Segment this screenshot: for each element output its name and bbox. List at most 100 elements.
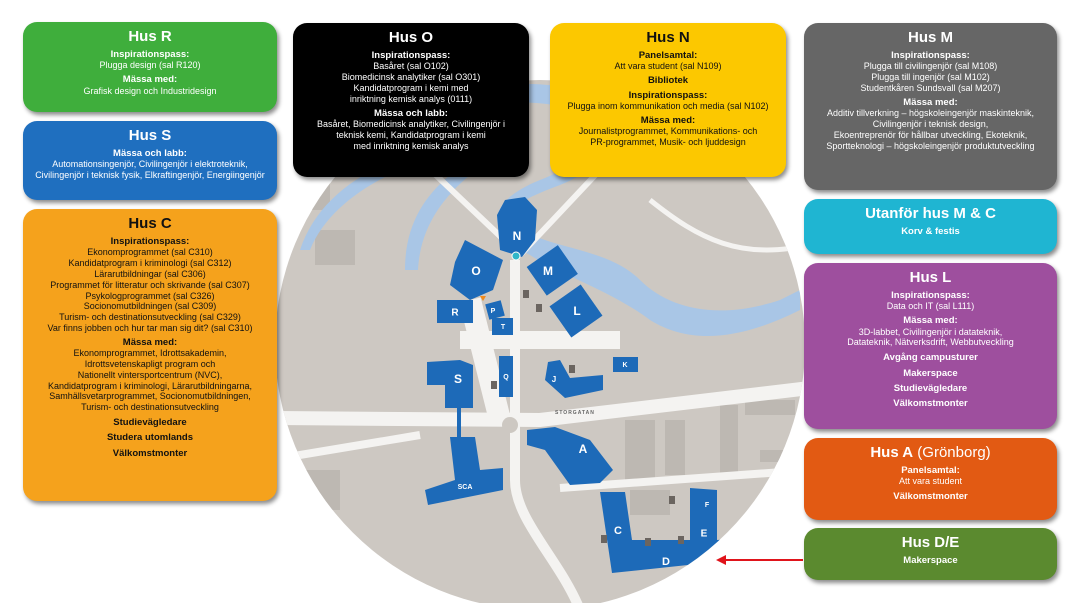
box-title-text: Hus C [128, 215, 172, 232]
walkway [457, 405, 461, 440]
box-line: 3D-labbet, Civilingenjör i datateknik, [858, 326, 1003, 337]
building-label-N: N [513, 229, 522, 243]
box-line: Lärarutbildningar (sal C306) [94, 268, 206, 279]
box-line: Socionomutbildningen (sal C309) [83, 301, 217, 312]
building-label-C: C [614, 525, 622, 537]
building-L[interactable] [549, 284, 603, 338]
box-title-text: Hus M [908, 29, 953, 46]
box-title: Hus L [810, 269, 1051, 287]
box-line: Civilingenjör i teknisk design, [872, 118, 989, 129]
building-label-E: E [701, 529, 708, 540]
box-line: Ekonomprogrammet, Idrottsakademin, [73, 348, 227, 359]
box-heading: Mässa och labb: [113, 148, 187, 159]
box-heading: Välkomstmonter [893, 491, 968, 503]
box-line: Grafisk design och Industridesign [83, 85, 217, 96]
box-title: Hus M [810, 29, 1051, 47]
info-box-mc: Utanför hus M & C Korv & festis [804, 199, 1057, 254]
box-title: Hus D/E [810, 534, 1051, 552]
box-title: Utanför hus M & C [810, 205, 1051, 223]
building-label-S: S [454, 372, 462, 386]
box-line: Att vara student (sal N109) [614, 61, 722, 72]
entrance-marker-icon [480, 296, 486, 301]
box-heading: Välkomstmonter [893, 398, 968, 410]
building-J[interactable] [545, 360, 603, 398]
box-line: Sportteknologi – högskoleingenjör produk… [826, 140, 1035, 151]
building-label-M: M [543, 264, 553, 278]
box-title: Hus R [29, 28, 271, 46]
box-title-text: Hus A [870, 444, 914, 461]
box-line: Studentkåren Sundsvall (sal M207) [860, 82, 1001, 93]
box-heading: Panelsamtal: [638, 50, 698, 61]
building-P[interactable] [485, 300, 505, 320]
box-line: Biomedicinsk analytiker (sal O301) [341, 72, 481, 83]
box-heading: Välkomstmonter [112, 447, 188, 459]
box-line: Automationsingenjör, Civilingenjör i ele… [52, 159, 248, 170]
box-heading: Inspirationspass: [628, 89, 708, 101]
box-heading: Bibliotek [647, 75, 689, 87]
box-line: Basåret (sal O102) [373, 61, 449, 72]
box-line: Var finns jobben och hur tar man sig dit… [47, 322, 253, 333]
box-heading: Korv & festis [901, 226, 960, 237]
building-R[interactable] [437, 300, 473, 323]
makerspace-marker-icon [710, 556, 716, 561]
box-line: Kandidatprogram i kemi med [353, 82, 469, 93]
building-M[interactable] [526, 245, 578, 296]
box-heading: Avgång campusturer [883, 352, 978, 364]
box-line: med inriktning kemisk analys [353, 140, 469, 151]
box-heading: Inspirationspass: [371, 50, 451, 61]
box-heading: Makerspace [903, 367, 958, 379]
box-line: Journalistprogrammet, Kommunikations- oc… [578, 126, 758, 137]
box-heading: Mässa med: [122, 336, 178, 348]
box-line: teknisk kemi, Kandidatprogram i kemi [336, 129, 486, 140]
box-heading: Mässa med: [640, 114, 696, 126]
box-title-text: Hus R [128, 28, 172, 45]
building-label-K: K [622, 362, 627, 369]
box-heading: Mässa och labb: [374, 107, 448, 119]
box-line: Idrottsvetenskapligt program och [84, 358, 216, 369]
box-line: Basåret, Biomedicinsk analytiker, Civili… [316, 118, 506, 129]
building-SCA[interactable] [425, 437, 503, 505]
box-heading: Mässa med: [903, 96, 958, 108]
box-title: Hus S [29, 127, 271, 145]
building-label-R: R [451, 308, 459, 319]
building-K[interactable] [613, 357, 638, 372]
box-line: Plugga inom kommunikation och media (sal… [567, 100, 769, 111]
building-label-O: O [471, 264, 480, 278]
box-heading: Mässa med: [903, 315, 958, 327]
box-line: Samhällsvetarprogrammet, Socionomutbildn… [49, 391, 251, 402]
box-title: Hus N [556, 29, 780, 47]
building-T[interactable] [492, 318, 513, 335]
box-title-text: Utanför hus M & C [865, 205, 996, 222]
box-title: Hus C [29, 215, 271, 233]
box-line: Kandidatprogram i kriminologi, Lärarutbi… [47, 380, 253, 391]
building-label-L: L [573, 304, 580, 318]
roundabout [502, 417, 518, 433]
box-line: Kandidatprogram i kriminologi (sal C312) [68, 258, 232, 269]
building-label-D: D [662, 556, 670, 568]
box-line: Turism- och destinationsutveckling (sal … [59, 312, 241, 323]
box-line: Plugga design (sal R120) [99, 60, 201, 71]
box-line: Data och IT (sal L111) [886, 301, 975, 312]
parking-icons [491, 290, 684, 546]
building-O[interactable] [450, 240, 503, 300]
building-N[interactable] [497, 197, 537, 257]
box-heading: Panelsamtal: [901, 465, 960, 476]
info-icon [511, 251, 521, 261]
box-heading: Studievägledare [113, 416, 187, 428]
box-line: Att vara student [898, 476, 963, 487]
box-line: Turism- och destinationsutveckling [81, 402, 219, 413]
box-heading: Inspirationspass: [891, 290, 970, 301]
building-A[interactable] [527, 427, 613, 485]
info-box-s: Hus S Mässa och labb:Automationsingenjör,… [23, 121, 277, 200]
building-Q[interactable] [499, 356, 513, 397]
info-box-n: Hus N Panelsamtal:Att vara student (sal N… [550, 23, 786, 177]
street-label: STORGATAN [555, 410, 595, 416]
building-S[interactable] [427, 360, 473, 408]
info-box-l: Hus L Inspirationspass:Data och IT (sal L… [804, 263, 1057, 429]
info-box-a: Hus A (Grönborg)Panelsamtal:Att vara stu… [804, 438, 1057, 520]
box-line: Plugga till ingenjör (sal M102) [871, 72, 990, 83]
box-line: Nationellt vintersportcentrum (NVC), [77, 369, 223, 380]
box-line: Ekoentreprenör för hållbar utveckling, E… [833, 129, 1028, 140]
